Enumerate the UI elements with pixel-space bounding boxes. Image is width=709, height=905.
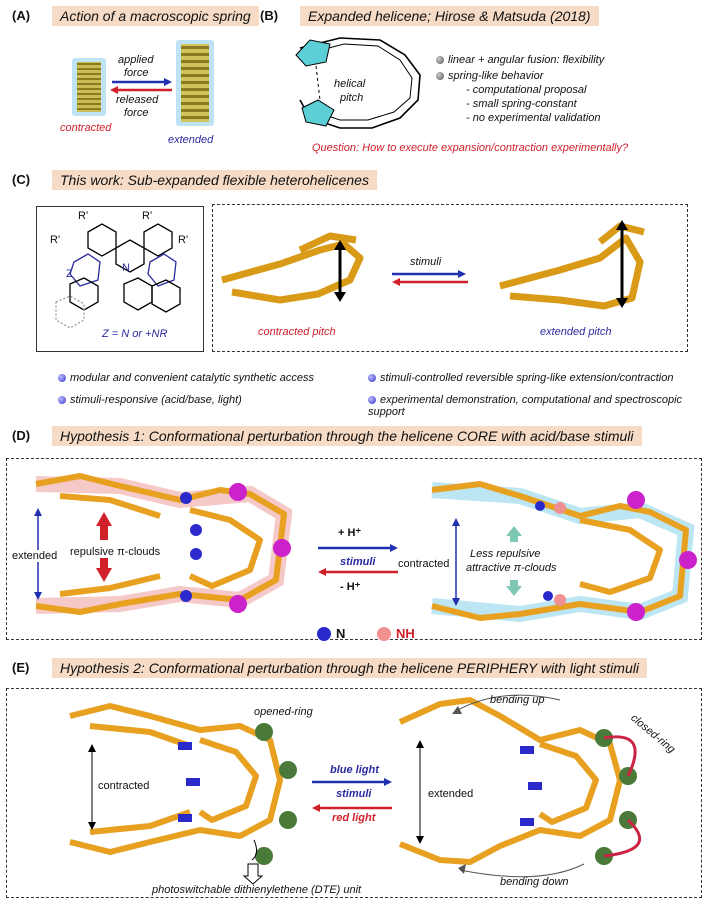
r-label-4: R'	[178, 234, 189, 246]
z-label: Z	[66, 268, 73, 280]
d-repulsive-label: repulsive π-clouds	[70, 546, 161, 558]
released-label: released	[116, 94, 159, 106]
c-stimuli-label: stimuli	[410, 256, 442, 268]
panel-e-tag: (E)	[12, 660, 30, 675]
applied-force-label: force	[124, 67, 149, 79]
applied-label: applied	[118, 54, 154, 66]
feature-1: modular and convenient catalytic synthet…	[58, 372, 314, 384]
d-plus-h: + H⁺	[338, 527, 362, 539]
b-sub-3: - no experimental validation	[466, 112, 601, 124]
panel-b-title: Expanded helicene; Hirose & Matsuda (201…	[300, 6, 599, 26]
r-label-3: R'	[50, 234, 61, 246]
feature-4: experimental demonstration, computationa…	[368, 394, 683, 418]
e-stimuli-label: stimuli	[336, 788, 372, 800]
panel-d-tag: (D)	[12, 428, 31, 443]
contracted-spring	[77, 62, 101, 112]
panel-d-title: Hypothesis 1: Conformational perturbatio…	[52, 426, 642, 446]
panel-e-title: Hypothesis 2: Conformational perturbatio…	[52, 658, 647, 678]
panel-e-box	[6, 688, 702, 898]
b-bullet-2: spring-like behavior	[436, 70, 543, 82]
d-stimuli-label: stimuli	[340, 556, 376, 568]
red-light-label: red light	[332, 812, 376, 824]
bending-up-label: bending up	[490, 694, 545, 706]
panel-c-tag: (C)	[12, 172, 31, 187]
e-contracted-label: contracted	[98, 780, 150, 792]
panel-a-tag: (A)	[12, 8, 31, 23]
n-label: N	[122, 262, 130, 274]
structure-box	[36, 206, 204, 352]
b-sub-2: - small spring-constant	[466, 98, 577, 110]
panel-b-tag: (B)	[260, 8, 279, 23]
e-extended-label: extended	[428, 788, 474, 800]
panel-c-title: This work: Sub-expanded flexible heteroh…	[52, 170, 377, 190]
d-minus-h: - H⁺	[340, 581, 361, 593]
extended-spring	[181, 44, 209, 122]
contracted-label: contracted	[60, 122, 112, 134]
feature-3: stimuli-responsive (acid/base, light)	[58, 394, 242, 406]
pitch-label: pitch	[340, 92, 364, 104]
d-extended-label: extended	[12, 550, 58, 562]
dte-label: photoswitchable dithienylethene (DTE) un…	[152, 884, 362, 896]
extended-pitch-label: extended pitch	[540, 326, 612, 338]
b-sub-1: - computational proposal	[466, 84, 587, 96]
d-attractive-label: attractive π-clouds	[466, 562, 557, 574]
extended-label: extended	[168, 134, 214, 146]
contracted-pitch-label: contracted pitch	[258, 326, 336, 338]
panel-a-title: Action of a macroscopic spring	[52, 6, 259, 26]
helical-label: helical	[334, 78, 366, 90]
r-label-2: R'	[142, 210, 153, 222]
legend-nh: NH	[396, 626, 415, 641]
legend-n: N	[336, 626, 346, 641]
blue-light-label: blue light	[330, 764, 379, 776]
panel-d-box	[6, 458, 702, 640]
bending-down-label: bending down	[500, 876, 569, 888]
z-definition: Z = N or +NR	[102, 328, 168, 340]
feature-2: stimuli-controlled reversible spring-lik…	[368, 372, 673, 384]
r-label-1: R'	[78, 210, 89, 222]
released-force-label: force	[124, 107, 149, 119]
opened-ring-label: opened-ring	[254, 706, 313, 718]
b-bullet-1: linear + angular fusion: flexibility	[436, 54, 604, 66]
b-question: Question: How to execute expansion/contr…	[312, 142, 629, 154]
d-less-label: Less repulsive	[470, 548, 541, 560]
pitch-box	[212, 204, 688, 352]
d-contracted-label: contracted	[398, 558, 450, 570]
